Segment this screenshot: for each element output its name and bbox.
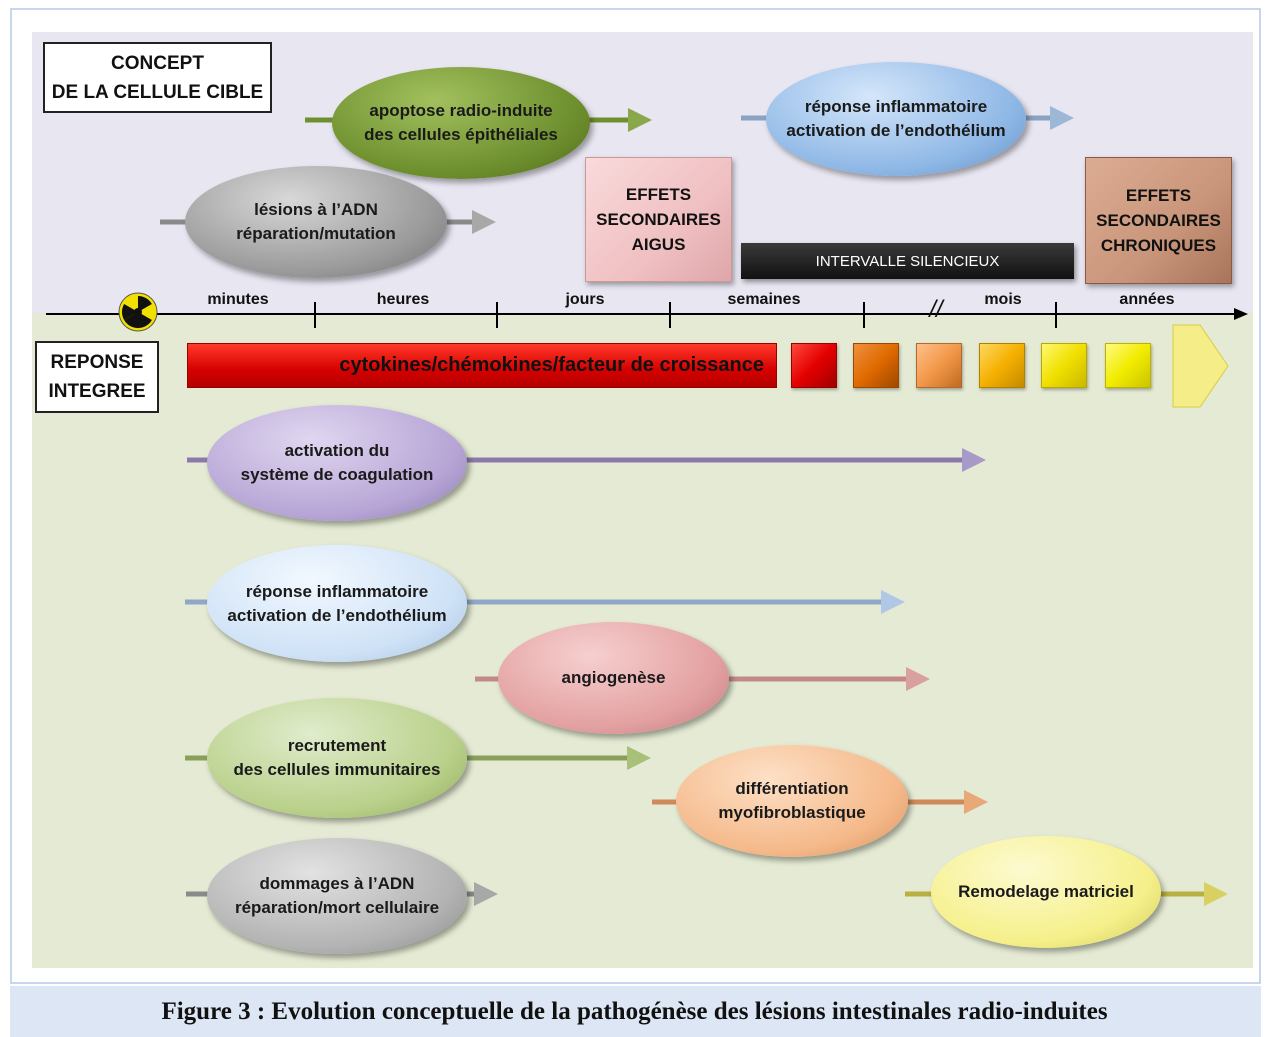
concept-line1: CONCEPT bbox=[111, 52, 204, 74]
ellipse-angiogenese: angiogenèse bbox=[498, 622, 729, 734]
effets-chroniques: EFFETS SECONDAIRES CHRONIQUES bbox=[1085, 157, 1232, 284]
recrutement-line1: recrutement bbox=[287, 736, 387, 755]
lesions-line2: réparation/mutation bbox=[236, 224, 396, 243]
inflammation-line1: réponse inflammatoire bbox=[245, 581, 429, 601]
chroniques-line2: SECONDAIRES bbox=[1096, 211, 1221, 230]
ellipse-apoptose: apoptose radio-induite des cellules épit… bbox=[332, 67, 590, 179]
dommages-line1: dommages à l’ADN bbox=[259, 874, 415, 893]
chroniques-line1: EFFETS bbox=[1125, 186, 1192, 205]
effets-aigus: EFFETS SECONDAIRES AIGUS bbox=[585, 157, 732, 282]
timeline-axis bbox=[46, 302, 1248, 328]
ellipse-inflammation: réponse inflammatoire activation de l’en… bbox=[207, 545, 467, 662]
gradient-square-1 bbox=[791, 343, 837, 388]
reponse-top-line1: réponse inflammatoire bbox=[804, 97, 988, 116]
caption-background bbox=[10, 986, 1261, 1037]
ellipse-dommages: dommages à l’ADN réparation/mort cellula… bbox=[207, 838, 467, 954]
differentiation-line2: myofibroblastique bbox=[718, 803, 866, 822]
ellipse-coagulation: activation du système de coagulation bbox=[207, 405, 467, 521]
lesions-line1: lésions à l’ADN bbox=[254, 200, 378, 219]
apoptose-line2: des cellules épithéliales bbox=[364, 125, 558, 144]
gradient-square-5 bbox=[1041, 343, 1087, 388]
remodelage-line1: Remodelage matriciel bbox=[958, 882, 1134, 901]
concept-line2: DE LA CELLULE CIBLE bbox=[51, 81, 264, 103]
gradient-square-3 bbox=[916, 343, 962, 388]
recrutement-line2: des cellules immunitaires bbox=[233, 760, 441, 779]
coagulation-line2: système de coagulation bbox=[240, 465, 434, 484]
label-heures: heures bbox=[376, 291, 430, 308]
silent-interval-bar: INTERVALLE SILENCIEUX bbox=[741, 243, 1074, 279]
reponse-line2: INTEGREE bbox=[48, 381, 146, 402]
reponse-box: REPONSE INTEGREE bbox=[35, 341, 159, 413]
timeline-break-mark: // bbox=[929, 296, 943, 323]
ellipse-remodelage: Remodelage matriciel bbox=[931, 836, 1161, 948]
ellipse-reponse-top: réponse inflammatoire activation de l’en… bbox=[766, 62, 1026, 176]
label-mois: mois bbox=[984, 291, 1022, 308]
aigus-line1: EFFETS bbox=[625, 185, 692, 204]
inflammation-line2: activation de l’endothélium bbox=[227, 605, 447, 625]
dommages-line2: réparation/mort cellulaire bbox=[234, 898, 440, 917]
chroniques-line3: CHRONIQUES bbox=[1100, 236, 1217, 255]
cytokine-bar: cytokines/chémokines/facteur de croissan… bbox=[187, 343, 777, 388]
aigus-line2: SECONDAIRES bbox=[596, 210, 721, 229]
label-semaines: semaines bbox=[727, 291, 801, 308]
ellipse-differentiation: différentiation myofibroblastique bbox=[676, 745, 908, 857]
ellipse-lesions: lésions à l’ADN réparation/mutation bbox=[185, 166, 447, 278]
ellipse-recrutement: recrutement des cellules immunitaires bbox=[207, 698, 467, 818]
concept-box: CONCEPT DE LA CELLULE CIBLE bbox=[43, 42, 272, 113]
angiogenese-line1: angiogenèse bbox=[561, 668, 666, 687]
apoptose-line1: apoptose radio-induite bbox=[369, 101, 553, 120]
timeline-end-arrow bbox=[1172, 324, 1229, 408]
differentiation-line1: différentiation bbox=[735, 779, 849, 798]
label-jours: jours bbox=[565, 291, 605, 308]
gradient-square-4 bbox=[979, 343, 1025, 388]
reponse-line1: REPONSE bbox=[50, 352, 144, 373]
figure-caption: Figure 3 : Evolution conceptuelle de la … bbox=[161, 998, 1108, 1025]
aigus-line3: AIGUS bbox=[631, 235, 686, 254]
coagulation-line1: activation du bbox=[284, 441, 390, 460]
label-annees: années bbox=[1119, 291, 1175, 308]
gradient-square-2 bbox=[853, 343, 899, 388]
reponse-top-line2: activation de l’endothélium bbox=[786, 121, 1006, 140]
gradient-square-6 bbox=[1105, 343, 1151, 388]
radiation-icon bbox=[118, 292, 158, 332]
label-minutes: minutes bbox=[207, 291, 269, 308]
